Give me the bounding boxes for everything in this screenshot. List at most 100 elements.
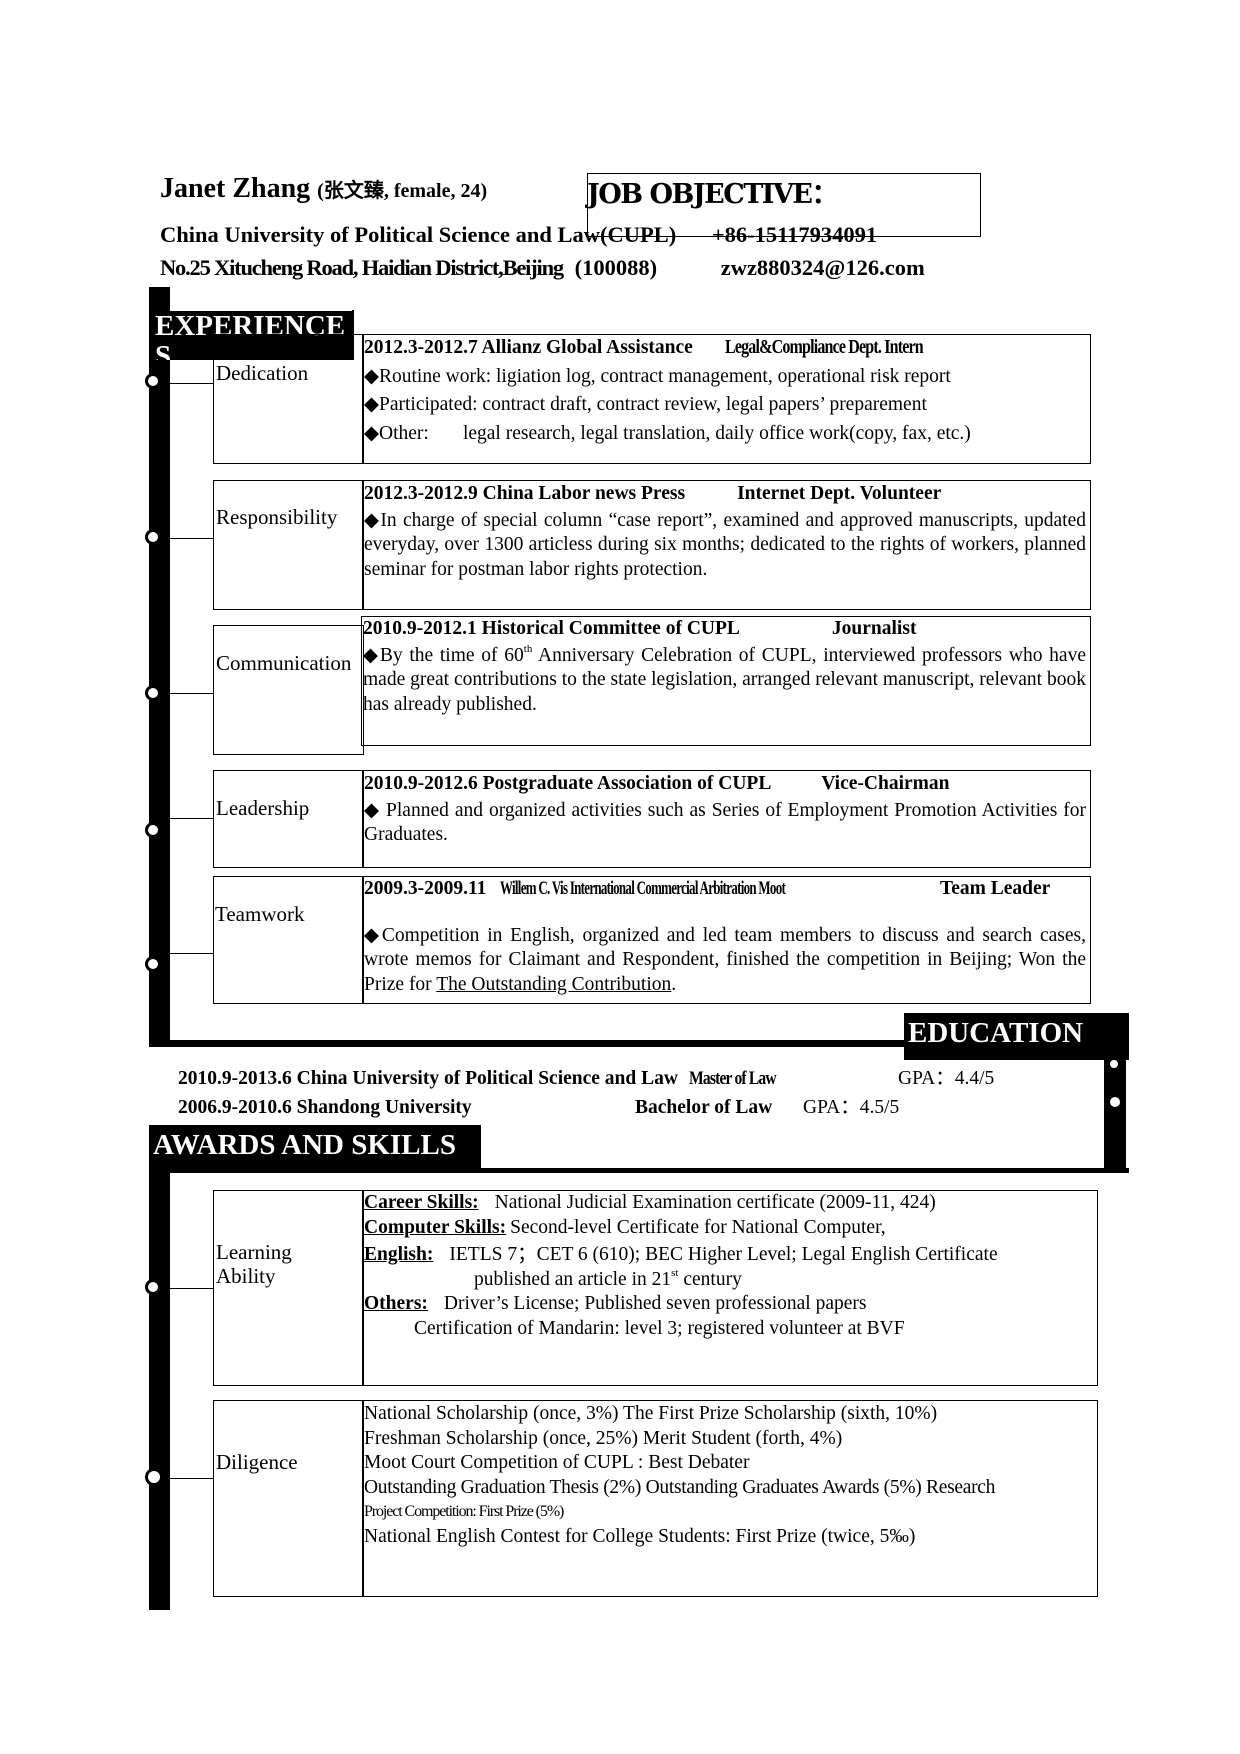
entry-line: ◆Other: legal research, legal translatio…: [364, 422, 971, 444]
entry-box: [362, 334, 1091, 464]
entry-role: Internet Dept. Volunteer: [737, 483, 942, 504]
label-box: [213, 480, 364, 610]
header-school: China University of Political Science an…: [160, 222, 677, 247]
connector-line: [161, 693, 214, 694]
label-box: [213, 876, 364, 1004]
entry-line: ◆Routine work: ligiation log, contract m…: [364, 365, 951, 387]
entry-text-part: ◆By the time of 60: [363, 644, 524, 666]
entry-text-part: ◆Competition in English, organized and l…: [364, 924, 1086, 995]
entry-date-org: 2010.9-2012.6 Postgraduate Association o…: [364, 773, 772, 794]
entry-box: [362, 1400, 1098, 1597]
label-box: [213, 1190, 364, 1386]
education-date-school: 2006.9-2010.6 Shandong University: [178, 1097, 472, 1118]
experience-timeline-bar: [149, 287, 170, 1047]
label-learning-ability: Learning Ability: [216, 1240, 292, 1288]
header-email: zwz880324@126.com: [720, 255, 925, 280]
entry-date-org: 2012.3-2012.9 China Labor news Press: [364, 483, 686, 504]
connector-line: [161, 538, 214, 539]
english-text-part: century: [678, 1268, 742, 1290]
others-text: Driver’s License; Published seven profes…: [443, 1293, 867, 1314]
awards-entry: National Scholarship (once, 3%) The Firs…: [364, 1402, 1096, 1549]
entry-text: ◆Competition in English, organized and l…: [364, 924, 1086, 998]
english-text-line2: published an article in 21st century: [364, 1266, 1094, 1293]
label-dedication: Dedication: [216, 361, 309, 385]
entry-vis-moot: 2009.3-2009.11 Willem C. Vis Internationa…: [364, 877, 1086, 997]
entry-text: ◆In charge of special column “case repor…: [364, 509, 1086, 580]
label-diligence: Diligence: [216, 1450, 298, 1474]
underlined-award: The Outstanding Contribution: [436, 973, 672, 995]
entry-role: Vice-Chairman: [821, 773, 950, 794]
connector-line: [161, 818, 214, 819]
timeline-node: [145, 956, 161, 972]
entry-box: [362, 770, 1091, 868]
entry-box: [362, 480, 1091, 610]
label-responsibility: Responsibility: [216, 505, 338, 529]
connector-line: [161, 1478, 214, 1479]
computer-skills-text: Second-level Certificate for National Co…: [510, 1216, 886, 1238]
timeline-node: [145, 529, 161, 545]
award-line: Moot Court Competition of CUPL : Best De…: [364, 1452, 750, 1473]
award-line: Project Competition: First Prize (5%): [364, 1503, 564, 1520]
applicant-name-line: Janet Zhang (张文臻, female, 24): [160, 172, 487, 208]
connector-line: [161, 383, 214, 384]
entry-postgraduate-association: 2010.9-2012.6 Postgraduate Association o…: [364, 772, 1086, 848]
label-box: [213, 625, 364, 755]
entry-line: ◆Participated: contract draft, contract …: [364, 394, 927, 415]
entry-date-org: 2010.9-2012.1 Historical Committee of CU…: [363, 618, 740, 639]
superscript: st: [671, 1266, 679, 1279]
entry-text-part: .: [671, 973, 677, 995]
entry-box: [362, 876, 1091, 1004]
skills-entry: Career Skills:National Judicial Examinat…: [364, 1191, 1094, 1341]
awards-timeline-bar: [149, 1168, 170, 1610]
timeline-node: [145, 1279, 161, 1295]
awards-heading: AWARDS AND SKILLS: [149, 1125, 481, 1173]
award-line: Freshman Scholarship (once, 25%) Merit S…: [364, 1427, 843, 1449]
label-teamwork: Teamwork: [215, 902, 305, 926]
header-address: No.25 Xitucheng Road, Haidian District,B…: [160, 255, 564, 280]
timeline-node: [145, 822, 161, 838]
entry-box: [362, 1190, 1098, 1386]
award-line: National English Contest for College Stu…: [364, 1525, 916, 1547]
education-degree: Master of Law: [688, 1068, 777, 1089]
label-box: [213, 334, 364, 464]
job-objective-box: [587, 173, 981, 237]
school-line: China University of Political Science an…: [160, 221, 877, 249]
experience-top-rule: [352, 310, 354, 360]
label-communication: Communication: [216, 651, 352, 675]
others-text-line2: Certification of Mandarin: level 3; regi…: [414, 1317, 905, 1339]
entry-date: 2009.3-2009.11: [364, 878, 487, 899]
applicant-name: Janet Zhang: [160, 173, 311, 204]
education-heading: EDUCATION: [904, 1013, 1129, 1060]
entry-historical-committee: 2010.9-2012.1 Historical Committee of CU…: [363, 617, 1086, 717]
experience-bottom-rule: [149, 1040, 1129, 1047]
education-gpa: GPA：4.4/5: [898, 1068, 995, 1089]
header-phone: +86-15117934091: [711, 222, 878, 247]
applicant-details: (张文臻, female, 24): [317, 180, 488, 202]
timeline-node: [145, 1468, 163, 1486]
connector-line: [161, 953, 214, 954]
entry-date-org: 2012.3-2012.7 Allianz Global Assistance: [364, 337, 693, 358]
entry-box: [361, 616, 1091, 746]
entry-role: Journalist: [831, 618, 917, 639]
education-gpa: GPA：4.5/5: [803, 1097, 900, 1118]
label-box: [213, 1400, 364, 1597]
english-text: IETLS 7；CET 6 (610); BEC Higher Level; L…: [449, 1244, 998, 1265]
english-text-part: published an article in 21: [474, 1268, 672, 1290]
education-row: 2006.9-2010.6 Shandong University Bachel…: [178, 1095, 1008, 1121]
timeline-node: [1107, 1094, 1123, 1110]
computer-skills-label: Computer Skills:: [364, 1216, 507, 1238]
job-objective-heading: JOB OBJECTIVE：: [587, 179, 838, 210]
timeline-node: [145, 685, 161, 701]
timeline-node: [1107, 1057, 1121, 1071]
entry-org: Willem C. Vis International Commercial A…: [500, 879, 786, 899]
awards-top-rule: [481, 1168, 1129, 1173]
education-date-school: 2010.9-2013.6 China University of Politi…: [178, 1068, 678, 1089]
career-skills-label: Career Skills:: [364, 1192, 479, 1213]
award-line: Outstanding Graduation Thesis (2%) Outst…: [364, 1476, 996, 1498]
label-leadership: Leadership: [216, 796, 310, 820]
education-row: 2010.9-2013.6 China University of Politi…: [178, 1066, 1008, 1092]
entry-text-part: Anniversary Celebration of CUPL, intervi…: [363, 644, 1086, 715]
header-postcode: (100088): [574, 255, 658, 280]
entry-text: ◆By the time of 60th Anniversary Celebra…: [363, 643, 1086, 718]
